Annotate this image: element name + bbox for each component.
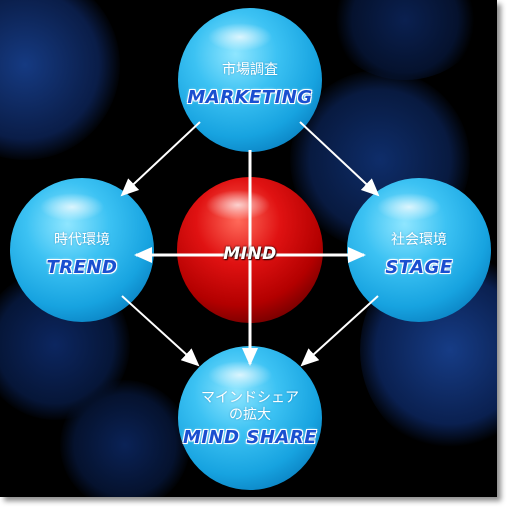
diagram-svg — [10, 8, 491, 490]
diagram-frame: 市場調査 MARKETING 時代環境 TREND 社会環境 STAGE マイン… — [0, 0, 497, 497]
mindshare-sphere — [178, 346, 322, 490]
stage-sphere — [347, 178, 491, 322]
arrow-marketing-to-trend — [120, 121, 201, 197]
background-bokeh — [60, 380, 190, 497]
arrow-marketing-to-stage — [299, 121, 380, 197]
marketing-sphere — [178, 8, 322, 152]
arrow-trend-to-mindshare — [121, 295, 200, 367]
arrow-stage-to-mindshare — [300, 295, 379, 367]
trend-sphere — [10, 178, 154, 322]
